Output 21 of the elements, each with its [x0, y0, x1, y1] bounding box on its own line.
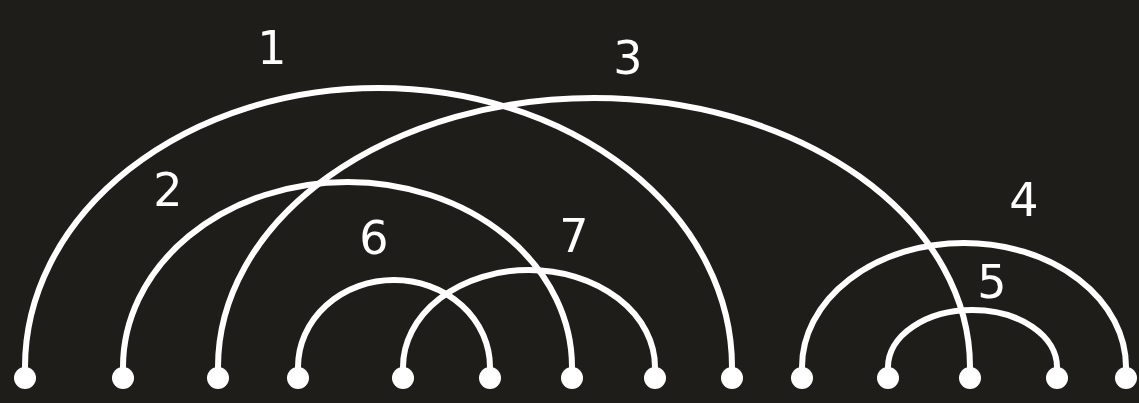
arc-connector — [295, 277, 493, 370]
dot — [392, 367, 414, 389]
dot — [287, 367, 309, 389]
arc-connector — [120, 179, 575, 370]
dot — [112, 367, 134, 389]
dot — [1046, 367, 1068, 389]
arc-connector — [885, 307, 1060, 370]
dot — [207, 367, 229, 389]
dot — [791, 367, 813, 389]
dot — [959, 367, 981, 389]
arc-connector — [215, 95, 973, 370]
arc-connector — [400, 267, 658, 370]
dot — [14, 367, 36, 389]
dot — [1115, 367, 1137, 389]
dot — [479, 367, 501, 389]
dot — [561, 367, 583, 389]
dot — [644, 367, 666, 389]
arc-connector — [799, 240, 1129, 370]
arc-connector — [22, 85, 735, 370]
dot — [721, 367, 743, 389]
dot — [877, 367, 899, 389]
